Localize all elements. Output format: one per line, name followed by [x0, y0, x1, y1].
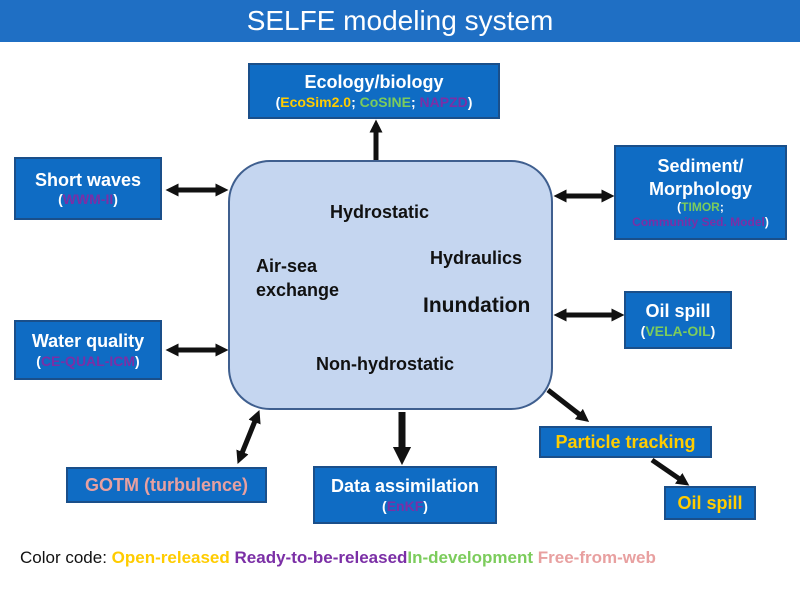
hub-hydraulics: Hydraulics	[430, 248, 523, 268]
sediment-title-line2: Morphology	[649, 178, 752, 199]
water-quality-box: Water quality (CE-QUAL-ICM)	[14, 320, 162, 380]
short-waves-title: Short waves	[34, 169, 142, 190]
ecology-models: (EcoSim2.0; CoSINE; NAPZD)	[275, 93, 473, 110]
arrow-gotm	[236, 409, 261, 465]
sediment-models: (TIMOR;Community Sed. Model)	[632, 200, 769, 229]
water-quality-title: Water quality	[31, 331, 145, 351]
hub-air-sea-line1: Air-sea	[256, 256, 318, 276]
sediment-morphology-box: Sediment/ Morphology (TIMOR;Community Se…	[614, 145, 787, 240]
title-bar: SELFE modeling system	[0, 0, 800, 42]
oil-spill-right-box: Oil spill (VELA-OIL)	[624, 291, 732, 349]
legend-open-released: Open-released	[111, 548, 230, 567]
legend-ready-to-be-released: Ready-to-be-released	[234, 548, 408, 567]
data-assimilation-models: (EnKF)	[382, 497, 428, 514]
data-assimilation-title: Data assimilation	[330, 476, 480, 496]
oil-spill-bottom-box: Oil spill	[664, 486, 756, 520]
hub-inundation: Inundation	[423, 294, 531, 317]
color-legend: Color code: Open-released Ready-to-be-re…	[20, 548, 656, 568]
legend-label: Color code:	[20, 548, 107, 567]
legend-in-development: In-development	[407, 548, 534, 567]
hub-hydrostatic: Hydrostatic	[330, 202, 430, 222]
short-waves-models: (WWM-II)	[58, 191, 118, 207]
water-quality-models: (CE-QUAL-ICM)	[36, 352, 140, 369]
oil-spill-bottom-title: Oil spill	[677, 492, 743, 513]
sediment-title-line1: Sediment/	[657, 156, 744, 176]
oil-spill-right-models: (VELA-OIL)	[640, 322, 716, 339]
gotm-box: GOTM (turbulence)	[66, 467, 267, 503]
arrow-to-oil-spill-bottom	[650, 457, 690, 486]
data-assimilation-box: Data assimilation (EnKF)	[313, 466, 497, 524]
oil-spill-right-title: Oil spill	[645, 301, 711, 321]
selfe-core-hub: Hydrostatic Hydraulics Air-sea exchange …	[228, 160, 553, 410]
particle-tracking-title: Particle tracking	[555, 431, 696, 452]
short-waves-box: Short waves (WWM-II)	[14, 157, 162, 220]
arrow-to-particle-tracking	[546, 388, 590, 422]
hub-air-sea-line2: exchange	[256, 280, 340, 300]
particle-tracking-box: Particle tracking	[539, 426, 712, 458]
ecology-biology-box: Ecology/biology (EcoSim2.0; CoSINE; NAPZ…	[248, 63, 500, 119]
legend-free-from-web: Free-from-web	[537, 548, 656, 567]
ecology-title: Ecology/biology	[304, 72, 444, 92]
page-title: SELFE modeling system	[246, 5, 554, 36]
gotm-title: GOTM (turbulence)	[85, 474, 248, 495]
hub-non-hydrostatic: Non-hydrostatic	[316, 354, 455, 374]
